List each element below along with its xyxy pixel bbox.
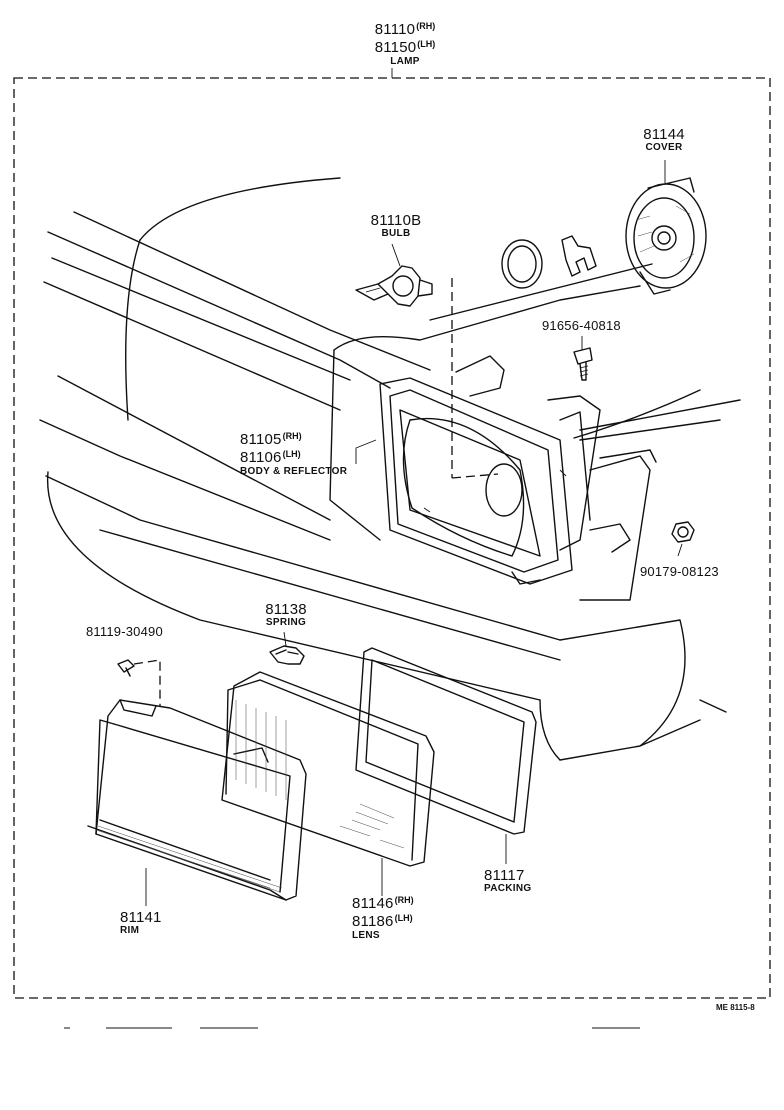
cover-number: 81144 xyxy=(643,126,685,143)
cover-illustration xyxy=(625,177,707,295)
cover-label: 81144 COVER xyxy=(643,127,685,153)
nut-illustration xyxy=(671,521,695,543)
spring-name: SPRING xyxy=(265,617,307,628)
body-reflector-illustration xyxy=(379,355,631,585)
retaining-ring-illustration xyxy=(501,239,543,289)
lamp-name: LAMP xyxy=(390,56,420,67)
packing-label: 81117 PACKING xyxy=(484,868,531,894)
lens-name: LENS xyxy=(352,930,380,941)
body-reflector-lh-side: (LH) xyxy=(282,449,301,459)
clip-illustration xyxy=(561,235,597,277)
screw-illustration xyxy=(573,347,593,381)
lens-illustration xyxy=(221,671,435,867)
body-reflector-lh-number: 81106 xyxy=(240,449,282,466)
lens-label: 81146(RH) 81186(LH) LENS xyxy=(352,896,414,941)
packing-number: 81117 xyxy=(484,867,525,884)
lamp-assembly-boundary xyxy=(13,77,771,999)
nut-number: 90179-08123 xyxy=(640,564,719,579)
rim-number: 81141 xyxy=(120,909,162,926)
screw-top-label: 91656-40818 xyxy=(542,318,621,334)
lamp-lh-number: 81150 xyxy=(374,39,417,56)
spring-label: 81138 SPRING xyxy=(265,602,307,628)
bulb-axis-line xyxy=(451,278,499,479)
cover-name: COVER xyxy=(645,142,683,153)
rim-screw-illustration xyxy=(117,659,135,677)
body-reflector-rh-number: 81105 xyxy=(240,431,282,448)
lamp-rh-side: (RH) xyxy=(416,21,436,31)
body-reflector-name: BODY & REFLECTOR xyxy=(240,466,348,477)
rim-illustration xyxy=(87,699,307,901)
lamp-label: 81110(RH) 81150(LH) LAMP xyxy=(375,22,436,67)
rim-screw-axis-line xyxy=(133,659,161,706)
screw-left-label: 81119-30490 xyxy=(86,624,163,640)
screw-left-number: 81119-30490 xyxy=(86,624,163,639)
lens-lh-side: (LH) xyxy=(394,913,413,923)
leader-lines xyxy=(145,68,683,906)
vehicle-body-outline xyxy=(39,177,741,761)
spring-illustration xyxy=(269,645,305,665)
body-reflector-rh-side: (RH) xyxy=(282,431,302,441)
packing-illustration xyxy=(355,647,537,835)
lens-rh-number: 81146 xyxy=(352,895,394,912)
lens-rh-side: (RH) xyxy=(394,895,414,905)
bulb-number: 81110B xyxy=(370,212,422,229)
lamp-lh-side: (LH) xyxy=(417,39,436,49)
body-reflector-label: 81105(RH) 81106(LH) BODY & REFLECTOR xyxy=(240,432,347,477)
lens-lh-number: 81186 xyxy=(352,913,394,930)
rim-name: RIM xyxy=(120,925,140,936)
bulb-label: 81110B BULB xyxy=(371,213,422,239)
packing-name: PACKING xyxy=(484,883,532,894)
rim-label: 81141 RIM xyxy=(120,910,162,936)
reference-code: ME 8115-8 xyxy=(716,1003,755,1012)
lamp-rh-number: 81110 xyxy=(374,21,416,38)
screw-top-number: 91656-40818 xyxy=(542,318,621,333)
nut-label: 90179-08123 xyxy=(640,564,719,580)
bulb-illustration xyxy=(355,265,433,307)
spring-number: 81138 xyxy=(265,601,307,618)
bulb-name: BULB xyxy=(381,228,411,239)
